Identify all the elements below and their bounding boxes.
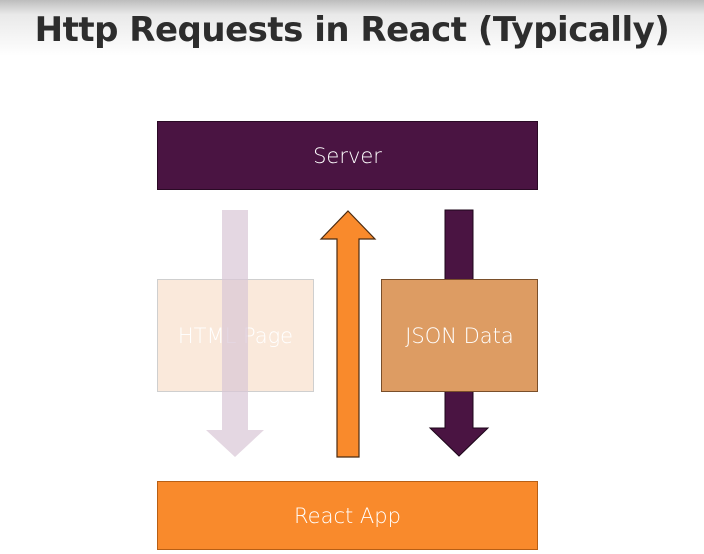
header-shade	[0, 0, 704, 80]
react-app-label: React App	[294, 503, 401, 528]
server-box: Server	[157, 121, 538, 190]
server-label: Server	[313, 143, 382, 168]
json-data-label: JSON Data	[405, 323, 514, 348]
arrow-down-icon	[206, 210, 264, 457]
slide-title: Http Requests in React (Typically)	[34, 10, 670, 50]
arrow-up-icon	[319, 210, 377, 458]
json-data-box: JSON Data	[381, 279, 538, 392]
react-app-box: React App	[157, 481, 538, 550]
